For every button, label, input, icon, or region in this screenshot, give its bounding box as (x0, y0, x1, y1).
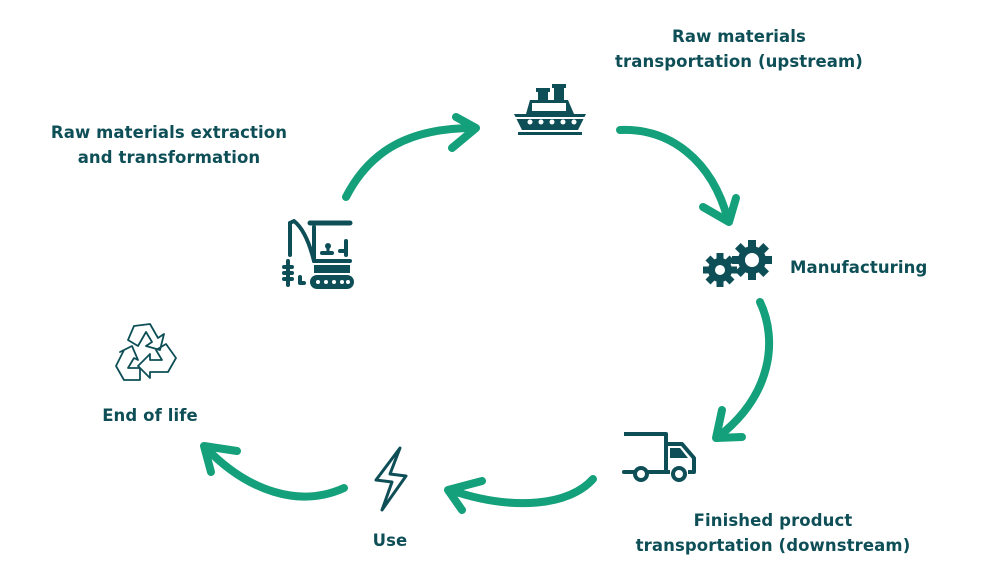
label-line: Raw materials extraction (50, 123, 288, 142)
stage-label-upstream: Raw materials transportation (upstream) (604, 24, 874, 74)
arrow-manufacturing-to-downstream (712, 298, 774, 442)
stage-label-extraction: Raw materials extraction and transformat… (38, 120, 300, 170)
stage-label-manufacturing: Manufacturing (790, 255, 927, 280)
gears-icon (703, 240, 772, 287)
label-line: Manufacturing (790, 258, 928, 277)
arrow-upstream-to-manufacturing (616, 125, 740, 226)
stage-label-end-of-life: End of life (90, 403, 210, 428)
arrow-extraction-to-upstream (342, 113, 480, 201)
excavator-icon (282, 219, 354, 289)
label-line: transportation (upstream) (615, 52, 863, 71)
label-line: End of life (102, 406, 198, 425)
stage-label-use: Use (350, 528, 430, 553)
arrow-downstream-to-use (444, 475, 597, 514)
label-line: Use (372, 531, 408, 550)
stage-label-downstream: Finished product transportation (downstr… (618, 508, 928, 558)
ship-icon (514, 84, 586, 135)
truck-icon (622, 432, 696, 482)
label-line: and transformation (77, 148, 261, 167)
label-line: Raw materials (672, 27, 806, 46)
recycle-icon (115, 323, 177, 381)
lightning-icon (374, 446, 408, 512)
label-line: transportation (downstream) (635, 536, 911, 555)
arrow-use-to-end-of-life (200, 442, 348, 501)
label-line: Finished product (693, 511, 853, 530)
